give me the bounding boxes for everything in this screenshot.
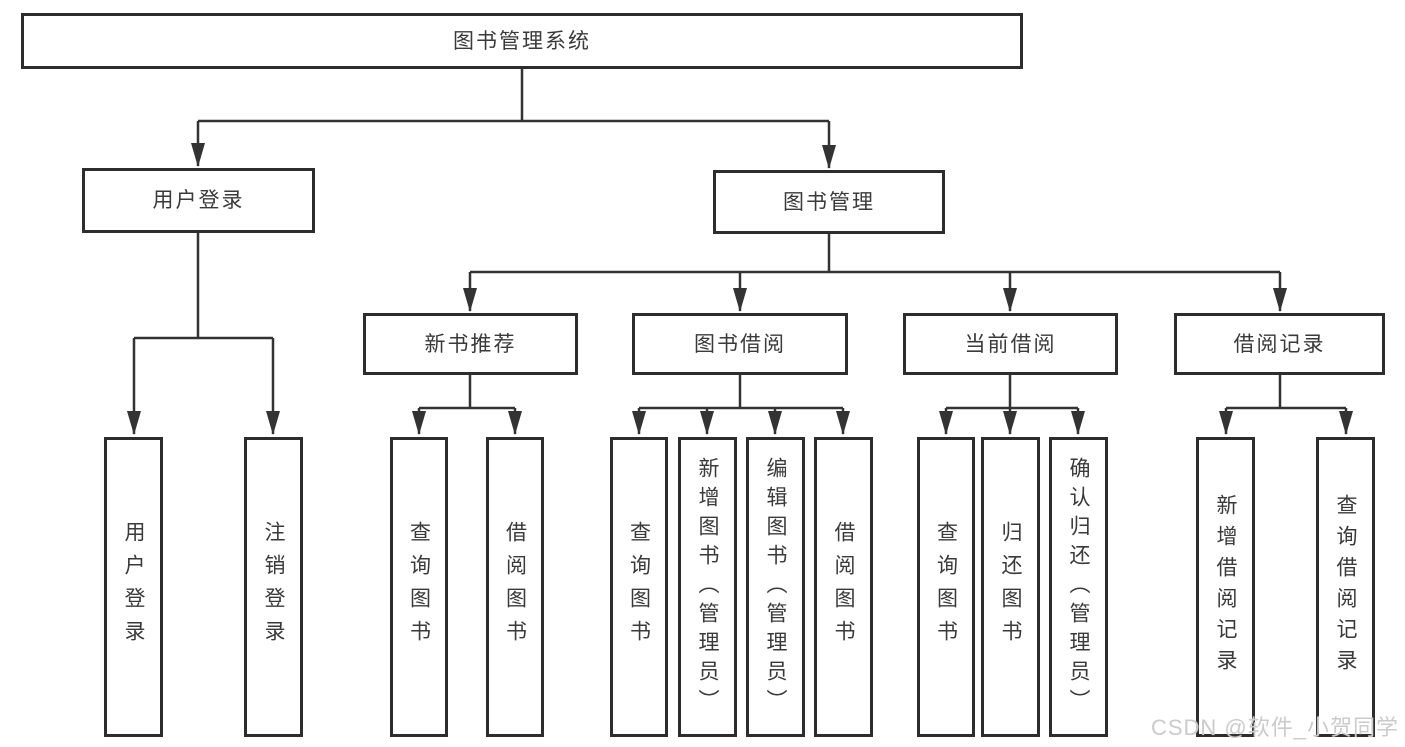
- node-confirm-return-admin: 确认归还（管理员）: [1049, 437, 1108, 737]
- node-add-borrow-record: 新增借阅记录: [1196, 437, 1255, 737]
- node-edit-book-admin: 编辑图书（管理员）: [746, 437, 805, 737]
- node-query-books-borrow: 查询图书: [610, 437, 668, 737]
- csdn-watermark: CSDN @软件_小贺同学: [1150, 715, 1399, 740]
- node-user-login: 用户登录: [82, 168, 315, 233]
- node-borrow-books-leaf: 借阅图书: [814, 437, 873, 737]
- node-logout-leaf: 注销登录: [244, 437, 303, 737]
- connector-arrows: [127, 121, 1353, 435]
- node-user-login-leaf: 用户登录: [104, 437, 163, 737]
- node-query-books-current: 查询图书: [917, 437, 975, 737]
- node-book-management: 图书管理: [713, 170, 945, 234]
- node-current-borrow: 当前借阅: [903, 313, 1118, 375]
- node-borrow-records: 借阅记录: [1174, 313, 1385, 375]
- node-new-book-recommend: 新书推荐: [363, 313, 578, 375]
- node-borrow-books-recommend: 借阅图书: [486, 437, 544, 737]
- node-root: 图书管理系统: [21, 13, 1023, 69]
- node-query-borrow-record: 查询借阅记录: [1316, 437, 1375, 737]
- node-book-borrow: 图书借阅: [632, 313, 848, 375]
- connector-trunks: [134, 69, 1346, 410]
- node-add-book-admin: 新增图书（管理员）: [678, 437, 737, 737]
- node-query-books-recommend: 查询图书: [390, 437, 448, 737]
- node-return-book: 归还图书: [981, 437, 1040, 737]
